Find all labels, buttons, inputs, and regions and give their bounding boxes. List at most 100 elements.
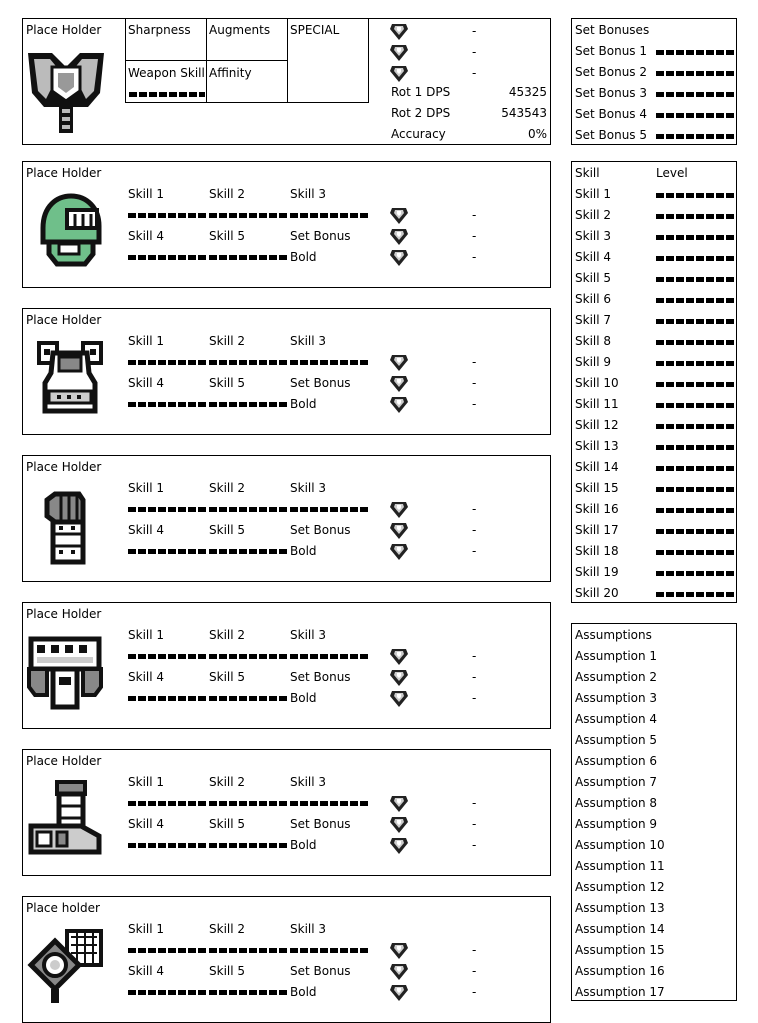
skill-level-bar	[656, 298, 734, 303]
decoration-slot-icon	[389, 984, 409, 1002]
skills-header-skill: Skill	[575, 166, 600, 180]
skill-name: Skill 11	[575, 397, 619, 411]
assumption-item: Assumption 7	[575, 775, 658, 789]
skill-level-bar	[290, 948, 368, 953]
assumption-item: Assumption 5	[575, 733, 658, 747]
gauntlet-icon	[35, 486, 105, 569]
decoration-slot-value: -	[472, 985, 477, 999]
armor-title: Place Holder	[26, 460, 102, 474]
skill-level-bar	[128, 801, 206, 806]
skill-level-bar	[290, 360, 368, 365]
set-bonus-label: Set Bonus	[290, 964, 351, 978]
skill-level-bar	[209, 654, 287, 659]
skill-level-bar	[656, 466, 734, 471]
skill-5-label: Skill 5	[209, 229, 246, 243]
set-bonus-label: Set Bonus	[290, 229, 351, 243]
skill-level-bar	[209, 507, 287, 512]
bold-label: Bold	[290, 838, 317, 852]
skill-5-label: Skill 5	[209, 817, 246, 831]
assumptions-panel: Assumptions Assumption 1 Assumption 2 Assu…	[571, 623, 737, 1001]
skill-4-label: Skill 4	[128, 964, 165, 978]
leg-armor-icon	[25, 780, 105, 863]
decoration-slot-value: -	[472, 502, 477, 516]
skill-4-label: Skill 4	[128, 670, 165, 684]
stat-label: Accuracy	[391, 127, 446, 141]
decoration-slot-value: -	[472, 66, 477, 80]
skill-level-bar	[656, 529, 734, 534]
skill-level-bar	[656, 214, 734, 219]
skill-2-label: Skill 2	[209, 775, 246, 789]
skill-name: Skill 12	[575, 418, 619, 432]
skill-level-bar	[656, 403, 734, 408]
decoration-slot-icon	[389, 354, 409, 372]
bold-label: Bold	[290, 985, 317, 999]
skill-5-label: Skill 5	[209, 670, 246, 684]
stat-label: Rot 1 DPS	[391, 85, 451, 99]
decoration-slot-icon	[389, 375, 409, 393]
armor-title: Place Holder	[26, 607, 102, 621]
skill-name: Skill 18	[575, 544, 619, 558]
skill-level-bar	[209, 549, 287, 554]
decoration-slot-value: -	[472, 376, 477, 390]
decoration-slot-value: -	[472, 964, 477, 978]
assumption-item: Assumption 13	[575, 901, 665, 915]
chest-armor-icon	[35, 339, 105, 422]
charm-icon	[25, 927, 105, 1010]
skill-level-bar	[656, 340, 734, 345]
skills-header-level: Level	[656, 166, 688, 180]
decoration-slot-value: -	[472, 523, 477, 537]
bold-label: Bold	[290, 544, 317, 558]
assumption-item: Assumption 8	[575, 796, 658, 810]
set-bonus-label: Set Bonus	[290, 670, 351, 684]
skill-level-bar	[128, 213, 206, 218]
set-bonus-name: Set Bonus 5	[575, 128, 648, 142]
decoration-slot-value: -	[472, 250, 477, 264]
assumption-item: Assumption 4	[575, 712, 658, 726]
skill-1-label: Skill 1	[128, 187, 165, 201]
assumption-item: Assumption 10	[575, 838, 665, 852]
skill-name: Skill 3	[575, 229, 612, 243]
skill-2-label: Skill 2	[209, 187, 246, 201]
bold-label: Bold	[290, 397, 317, 411]
skill-level-bar	[656, 445, 734, 450]
set-bonus-name: Set Bonus 1	[575, 44, 648, 58]
decoration-slot-icon	[389, 249, 409, 267]
skill-level-bar	[290, 213, 368, 218]
assumption-item: Assumption 14	[575, 922, 665, 936]
skill-level-bar	[656, 193, 734, 198]
skill-level-bar	[128, 507, 206, 512]
decoration-slot-value: -	[472, 24, 477, 38]
decoration-slot-value: -	[472, 817, 477, 831]
decoration-slot-icon	[389, 648, 409, 666]
assumption-item: Assumption 2	[575, 670, 658, 684]
skill-name: Skill 4	[575, 250, 612, 264]
skill-name: Skill 17	[575, 523, 619, 537]
skill-1-label: Skill 1	[128, 775, 165, 789]
weapon-panel: Place Holder Sharpness Augments SPECIAL …	[22, 18, 551, 145]
affinity-cell: Affinity	[206, 60, 288, 103]
assumption-item: Assumption 1	[575, 649, 658, 663]
skill-level-bar	[209, 843, 287, 848]
assumption-item: Assumption 11	[575, 859, 665, 873]
skill-level-bar	[656, 487, 734, 492]
assumption-item: Assumption 9	[575, 817, 658, 831]
assumptions-header: Assumptions	[575, 628, 652, 642]
decoration-slot-icon	[389, 207, 409, 225]
set-bonus-name: Set Bonus 3	[575, 86, 648, 100]
skill-level-bar	[209, 360, 287, 365]
decoration-slot-value: -	[472, 208, 477, 222]
set-bonus-name: Set Bonus 2	[575, 65, 648, 79]
skill-level-bar	[128, 549, 206, 554]
skill-level-bar	[656, 508, 734, 513]
skill-level-bar	[128, 360, 206, 365]
skill-5-label: Skill 5	[209, 523, 246, 537]
skill-5-label: Skill 5	[209, 964, 246, 978]
decoration-slot-icon	[389, 501, 409, 519]
weapon-title: Place Holder	[26, 23, 102, 37]
skill-2-label: Skill 2	[209, 922, 246, 936]
